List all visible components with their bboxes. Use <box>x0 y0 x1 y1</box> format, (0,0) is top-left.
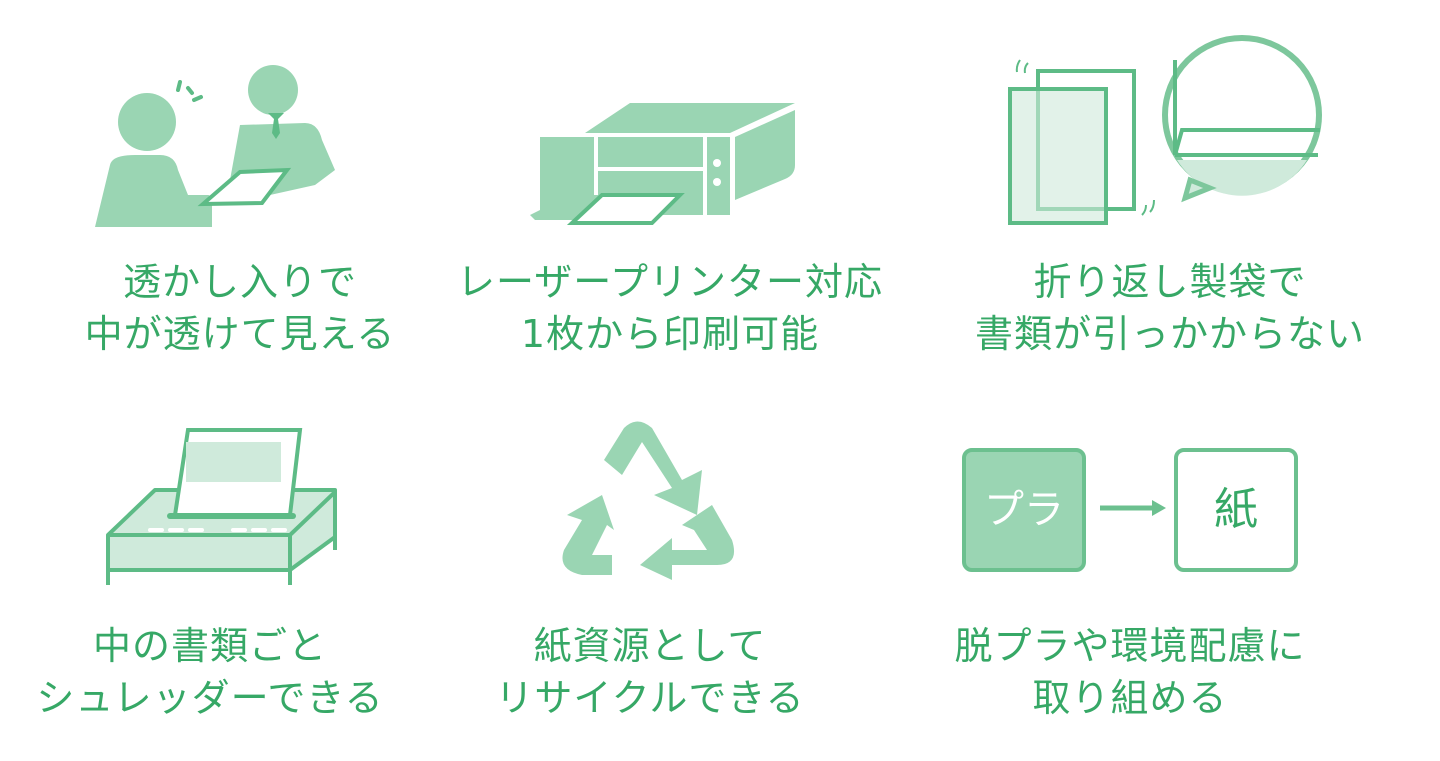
folded-pocket-folder-icon <box>1008 35 1322 225</box>
caption-line1: レーザープリンター対応 <box>457 260 883 304</box>
caption-line2: シュレッダーできる <box>36 676 384 720</box>
caption-line1: 紙資源として <box>533 624 767 668</box>
handover-document-icon <box>95 65 335 227</box>
caption-line2: 1枚から印刷可能 <box>520 312 820 356</box>
caption-line2: 書類が引っかからない <box>974 312 1365 356</box>
caption-line2: 中が透けて見える <box>84 312 396 356</box>
plastic-box: プラ <box>962 448 1086 572</box>
laser-printer-icon <box>530 103 795 225</box>
caption-line1: 透かし入りで <box>122 260 357 304</box>
caption-line1: 折り返し製袋で <box>1033 260 1307 304</box>
caption-line2: 取り組める <box>1032 676 1228 720</box>
shredder-icon <box>106 428 337 585</box>
recycle-icon <box>562 421 735 580</box>
plastic-to-paper-icon: プラ 紙 <box>962 448 1302 572</box>
caption-line2: リサイクルできる <box>495 676 805 720</box>
arrow-right-icon <box>1100 500 1166 516</box>
caption-line1: 中の書類ごと <box>92 624 327 668</box>
paper-box: 紙 <box>1174 448 1298 572</box>
caption-line1: 脱プラや環境配慮に <box>954 624 1306 668</box>
